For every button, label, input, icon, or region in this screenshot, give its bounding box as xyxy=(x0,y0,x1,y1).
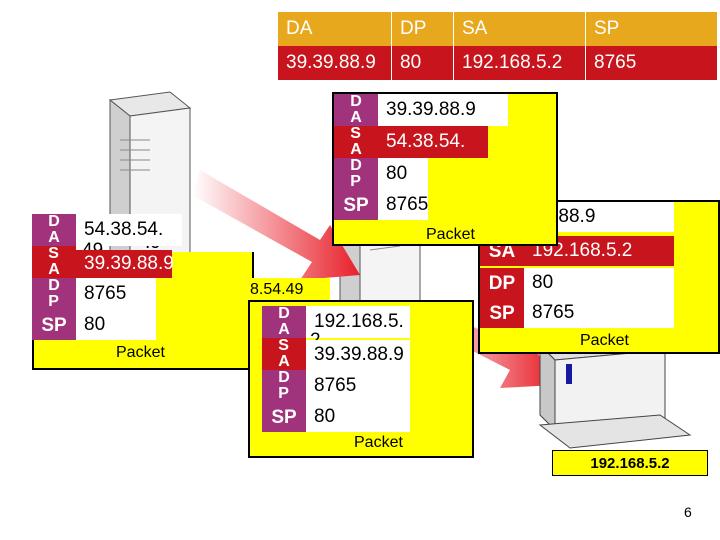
packet-center-value-da: 39.39.88.9 xyxy=(378,94,508,126)
packet-center: D A 39.39.88.9 S A 54.38.54. D P 80 SP 8… xyxy=(332,92,558,246)
packet-left-label-sa: S A xyxy=(32,246,76,278)
header-label-sp: SP xyxy=(586,12,718,46)
packet-bottom-label-sa: S A xyxy=(262,338,306,370)
packet-left-value-dp: 8765 xyxy=(76,278,156,310)
header-label-dp: DP xyxy=(392,12,454,46)
client-ip-label: 192.168.5.2 xyxy=(552,450,708,476)
packet-right-value-sp: 8765 xyxy=(524,298,674,328)
arrow-left-to-center xyxy=(192,170,360,280)
packet-center-label-da: D A xyxy=(334,94,378,126)
packet-left-caption: Packet xyxy=(116,344,165,361)
packet-center-label-dp: D P xyxy=(334,158,378,190)
packet-center-caption: Packet xyxy=(426,226,475,243)
packet-left-label-dp: D P xyxy=(32,278,76,310)
packet-bottom-caption: Packet xyxy=(354,434,403,451)
packet-bottom-value-dp: 8765 xyxy=(306,370,410,402)
packet-center-label-sp: SP xyxy=(334,190,378,220)
header-value-da: 39.39.88.9 xyxy=(278,46,392,80)
packet-bottom-label-sp: SP xyxy=(262,402,306,432)
packet-right-label-dp: DP xyxy=(480,268,524,298)
packet-left-label-sp: SP xyxy=(32,310,76,340)
packet-bottom-value-sa: 39.39.88.9 xyxy=(306,340,410,370)
packet-center-value-dp: 80 xyxy=(378,158,428,190)
packet-center-value-sa: 54.38.54. xyxy=(378,126,488,158)
packet-right-label-sp: SP xyxy=(480,298,524,328)
packet-bottom-label-dp: D P xyxy=(262,370,306,402)
packet-center-label-sa: S A xyxy=(334,126,378,158)
header-label-sa: SA xyxy=(454,12,586,46)
header-value-sp: 8765 xyxy=(586,46,718,80)
packet-bottom: D A 192.168.5. 2 S A 39.39.88.9 D P 8765… xyxy=(248,300,474,458)
packet-bottom-value-sp: 80 xyxy=(306,402,410,432)
header-value-sa: 192.168.5.2 xyxy=(454,46,586,80)
packet-bottom-label-da: D A xyxy=(262,306,306,338)
packet-bottom-behind-text: 8.54.49 xyxy=(250,278,330,302)
packet-right-caption: Packet xyxy=(580,332,629,349)
packet-right-value-dp: 80 xyxy=(524,268,674,298)
header-value-dp: 80 xyxy=(392,46,454,80)
packet-left-label-da: D A xyxy=(32,214,76,246)
page-number: 6 xyxy=(684,504,692,520)
packet-center-value-sp: 8765 xyxy=(378,190,428,220)
packet-left-value-da: 54.38.54. xyxy=(76,214,182,246)
packet-left-value-sp: 80 xyxy=(76,310,156,340)
packet-bottom-value-da: 192.168.5. xyxy=(306,306,410,338)
packet-left-value-sa: 39.39.88.9 xyxy=(76,250,174,278)
header-label-da: DA xyxy=(278,12,392,46)
